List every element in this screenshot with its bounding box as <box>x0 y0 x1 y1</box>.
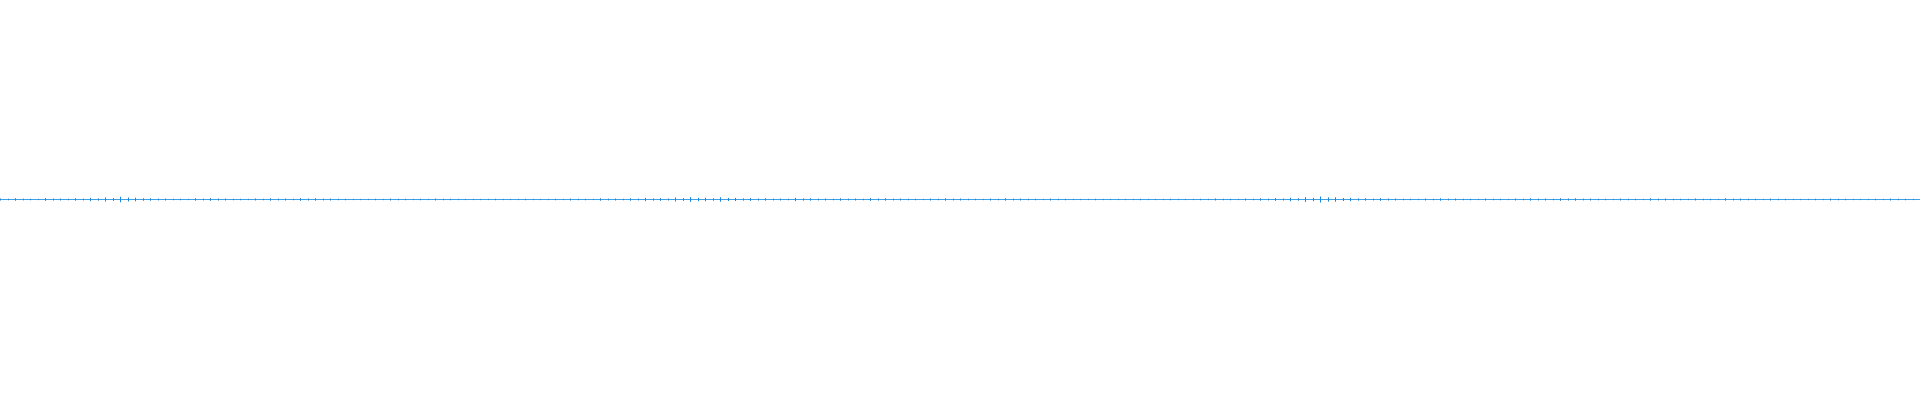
waveform-canvas[interactable] <box>0 0 1920 400</box>
waveform-view[interactable] <box>0 0 1920 400</box>
